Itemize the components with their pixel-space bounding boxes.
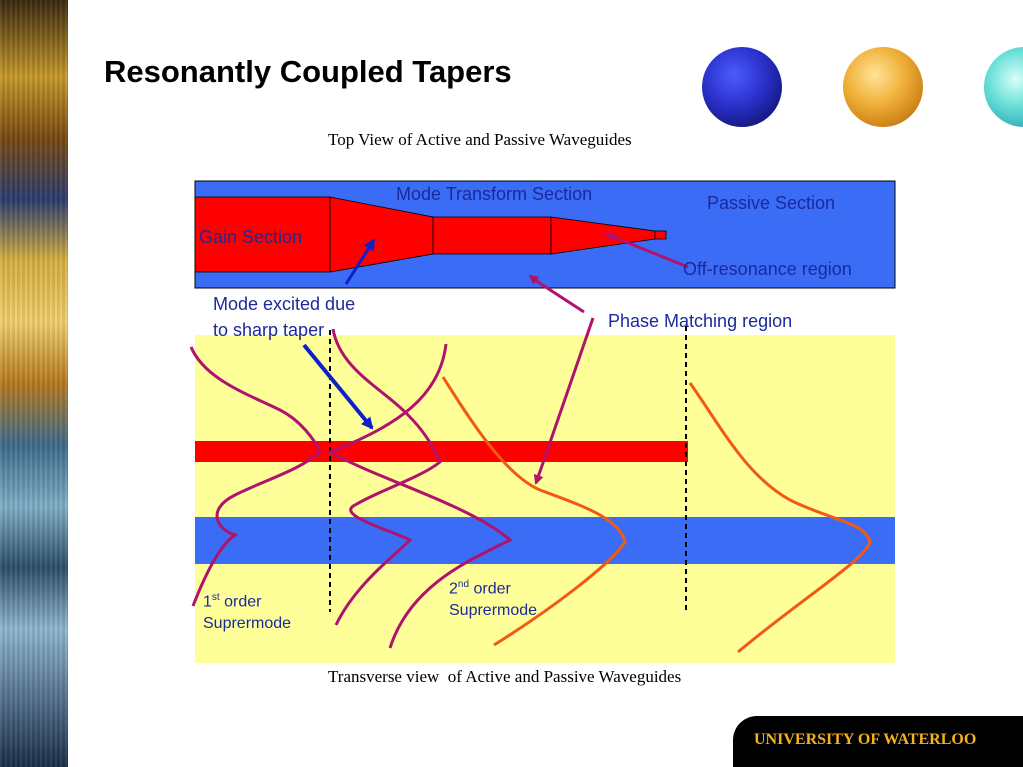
- mode-excited-label-line2: to sharp taper: [213, 320, 325, 340]
- second-order-supermode-curve: [326, 343, 513, 649]
- active-waveguide-cross-section: [195, 441, 688, 462]
- phase-matched-mode-curve: [441, 376, 627, 647]
- first-order-supermode-label: 1st order Suprermode: [203, 592, 292, 633]
- arrow-to-excited-mode: [302, 343, 374, 430]
- first-order-supermode-curve-b: [331, 328, 442, 626]
- mode-excited-label-line1: Mode excited due: [213, 294, 356, 314]
- top-view-diagram: [194, 180, 896, 289]
- off-resonance-label: Off-resonance region: [683, 259, 852, 279]
- gold-orb-icon: [843, 47, 923, 127]
- off-resonance-mode-curve: [688, 382, 872, 654]
- taper-tip: [654, 230, 667, 240]
- footer-badge: [733, 716, 1023, 767]
- gain-section-block: [194, 196, 331, 273]
- gain-section-label: Gain Section: [199, 227, 303, 247]
- cladding-region: [195, 335, 895, 663]
- university-name: UNIVERSITY OF WATERLOO: [754, 731, 977, 748]
- mode-transform-block: [432, 216, 552, 255]
- top-view-caption: Top View of Active and Passive Waveguide…: [328, 130, 632, 149]
- transverse-view-caption: Transverse view of Active and Passive Wa…: [328, 667, 682, 686]
- passive-waveguide-cross-section: [195, 517, 895, 564]
- phase-matching-label: Phase Matching region: [608, 311, 793, 331]
- decorative-sidebar-image: [0, 0, 68, 767]
- second-order-supermode-label: 2nd order Suprermode: [449, 579, 538, 620]
- blue-orb-icon: [702, 47, 782, 127]
- arrow-to-phase-region: [528, 274, 585, 314]
- arrow-to-off-resonance: [604, 232, 689, 269]
- transverse-view-diagram: [189, 326, 895, 663]
- arrow-to-phase-mode: [533, 317, 595, 485]
- first-order-supermode-curve-a: [189, 346, 322, 607]
- passive-section-label: Passive Section: [707, 193, 836, 213]
- arrow-to-taper: [344, 238, 376, 285]
- mode-transform-label: Mode Transform Section: [396, 184, 593, 204]
- slide-title: Resonantly Coupled Tapers: [104, 54, 512, 89]
